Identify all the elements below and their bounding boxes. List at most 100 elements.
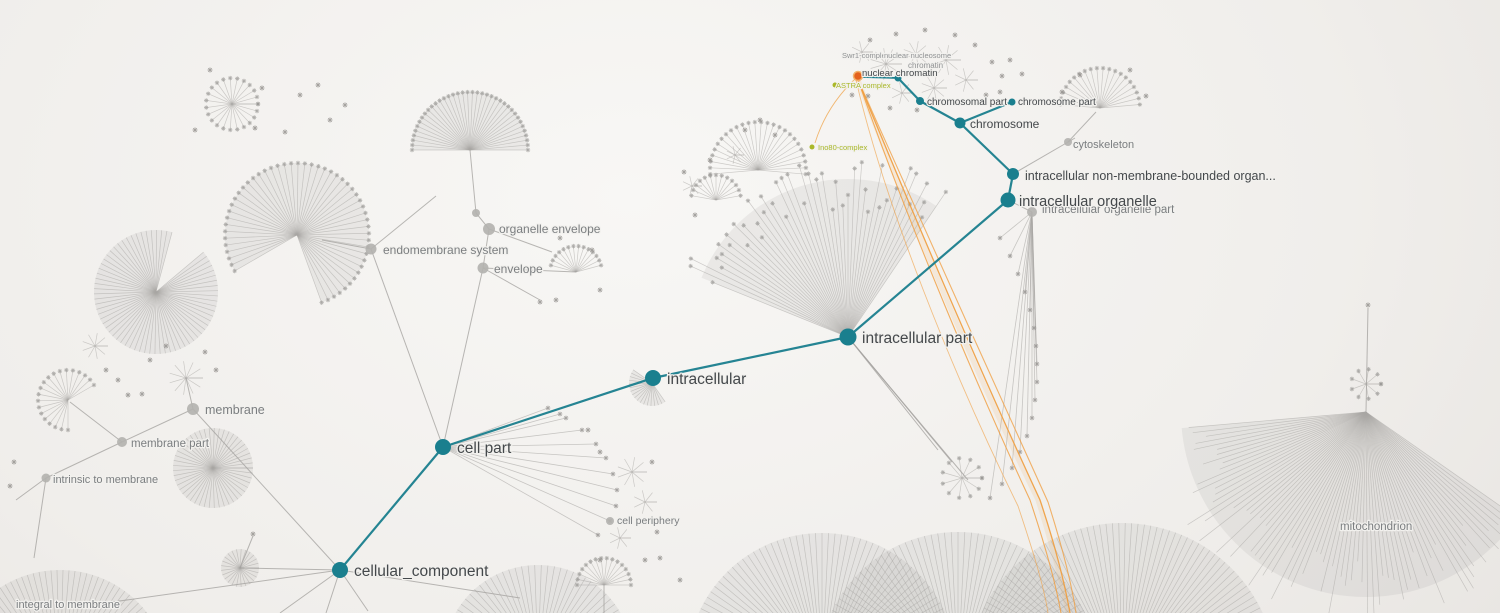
- leaf-node-icon: [772, 132, 778, 138]
- cluster-edge: [795, 535, 812, 613]
- leaf-node-icon: [525, 147, 531, 153]
- cluster-edge: [732, 154, 736, 164]
- node-intracellular_part[interactable]: [839, 328, 857, 346]
- node-cell_part[interactable]: [435, 439, 451, 455]
- cluster-edge: [850, 581, 889, 613]
- leaf-node-icon: [758, 119, 764, 125]
- cluster-edge: [757, 223, 849, 338]
- graph-edge: [482, 267, 541, 301]
- node-chromosome_part[interactable]: [1008, 98, 1016, 106]
- annotated-term-node[interactable]: [832, 82, 838, 88]
- term-node[interactable]: [117, 437, 127, 447]
- cluster-edge: [496, 574, 516, 613]
- cluster-edge: [636, 382, 653, 401]
- leaf-node-icon: [354, 192, 359, 197]
- cluster-edge: [1000, 580, 1042, 613]
- cluster-edge: [185, 377, 194, 394]
- term-node[interactable]: [606, 517, 614, 525]
- leaf-node-icon: [765, 120, 770, 126]
- cluster-edge: [1184, 566, 1231, 613]
- term-node[interactable]: [472, 209, 480, 217]
- selected-term-node[interactable]: [852, 70, 864, 82]
- cluster-edge: [155, 291, 199, 338]
- term-node[interactable]: [483, 223, 495, 235]
- leaf-node-icon: [256, 171, 261, 177]
- cluster-edge: [847, 173, 917, 338]
- cluster-edge: [1216, 411, 1367, 455]
- cluster-edge: [1073, 77, 1101, 109]
- leaf-node-icon: [713, 172, 719, 178]
- cluster-edge: [603, 559, 613, 586]
- leaf-node-icon: [924, 181, 930, 186]
- cluster-edge: [155, 291, 186, 347]
- leaf-node-icon: [598, 263, 604, 268]
- node-intracellular_organelle[interactable]: [1000, 192, 1016, 208]
- term-node[interactable]: [1027, 207, 1037, 217]
- cluster-edge: [94, 345, 106, 355]
- node-chromosomal_part[interactable]: [916, 97, 924, 105]
- cluster-edge: [710, 161, 759, 171]
- cluster-edge: [174, 467, 214, 481]
- cluster-edge: [98, 291, 157, 315]
- term-node[interactable]: [187, 403, 199, 415]
- cluster-edge: [938, 59, 947, 74]
- leaf-node-icon: [880, 163, 885, 168]
- leaf-node-icon: [610, 557, 615, 562]
- cluster-edge: [211, 87, 233, 105]
- term-label-gray: membrane part: [131, 438, 210, 450]
- leaf-node-icon: [204, 98, 209, 103]
- term-node[interactable]: [1064, 138, 1072, 146]
- leaf-node-icon: [192, 127, 198, 133]
- leaf-node-icon: [819, 171, 825, 176]
- leaf-node-icon: [697, 178, 703, 184]
- term-node[interactable]: [41, 473, 51, 483]
- cluster-edge: [231, 78, 238, 105]
- cluster-edge: [885, 63, 900, 73]
- cluster-edge: [1290, 411, 1367, 587]
- term-node[interactable]: [477, 262, 489, 274]
- leaf-node-icon: [745, 243, 750, 248]
- leaf-node-icon: [574, 582, 580, 588]
- annotated-term-node[interactable]: [809, 144, 815, 150]
- leaf-node-icon: [139, 391, 145, 397]
- term-node[interactable]: [365, 243, 377, 255]
- cluster-edge: [452, 94, 471, 151]
- cluster-edge: [129, 291, 157, 349]
- cluster-edge: [226, 234, 298, 253]
- cluster-edge: [847, 191, 947, 338]
- cluster-edge: [1351, 383, 1367, 390]
- cluster-edge: [729, 244, 849, 338]
- cluster-edge: [880, 576, 922, 613]
- cluster-edge: [761, 237, 849, 338]
- cluster-edge: [898, 544, 931, 613]
- node-chromosome[interactable]: [954, 117, 966, 129]
- node-chromatin[interactable]: [894, 74, 902, 82]
- cluster-edge: [435, 103, 471, 151]
- cluster-edge: [176, 450, 214, 469]
- leaf-node-icon: [222, 236, 228, 241]
- cluster-edge: [748, 122, 759, 171]
- leaf-node-icon: [524, 137, 530, 143]
- node-intracellular_nmb_organelle[interactable]: [1007, 168, 1019, 180]
- node-cellular_component[interactable]: [332, 562, 348, 578]
- cluster-edge: [189, 467, 214, 502]
- leaf-node-icon: [65, 427, 71, 433]
- node-intracellular[interactable]: [645, 370, 661, 386]
- cluster-edge: [1005, 562, 1047, 613]
- cluster-edge: [709, 175, 717, 201]
- leaf-node-icon: [224, 249, 230, 255]
- cluster-edge: [474, 589, 497, 613]
- cluster-edge: [1217, 590, 1251, 613]
- leaf-node-icon: [232, 196, 238, 201]
- cluster-edge: [296, 178, 343, 236]
- teal-edge-layer: [339, 76, 1015, 571]
- cluster-edge: [514, 567, 527, 613]
- cluster-edge: [155, 256, 207, 293]
- cluster-edge: [960, 532, 966, 613]
- cluster-edge: [760, 196, 849, 338]
- cluster-edge: [1215, 411, 1367, 495]
- cluster-edge: [234, 234, 298, 272]
- cluster-edge: [469, 103, 505, 151]
